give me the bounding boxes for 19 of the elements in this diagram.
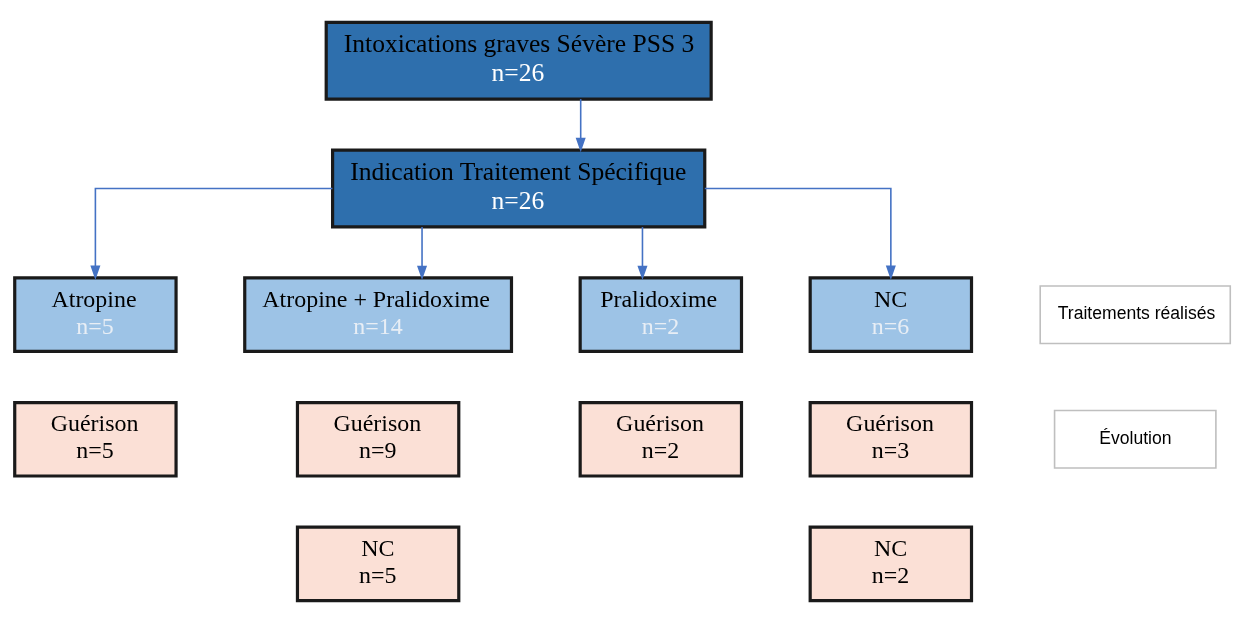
arrow: [637, 225, 648, 280]
arrow: [90, 187, 334, 280]
arrow: [417, 225, 428, 280]
node-box: Évolution: [1053, 409, 1217, 469]
node-box: NC n=6: [808, 275, 974, 353]
node-box: Guérison n=5: [13, 400, 178, 478]
arrow: [575, 97, 586, 152]
node-box: Indication Traitement Spécifique n=26: [331, 148, 707, 228]
node-box: Atropine n=5: [13, 275, 178, 353]
arrow: [703, 187, 896, 280]
node-box: Intoxications graves Sévère PSS 3 n=26: [324, 20, 713, 101]
node-box: Traitements réalisés: [1039, 284, 1232, 344]
node-box: Guérison n=2: [578, 400, 744, 478]
node-box: Atropine + Pralidoxime n=14: [243, 275, 514, 353]
node-box: NC n=5: [295, 525, 461, 602]
node-box: Pralidoxime n=2: [578, 275, 744, 353]
node-box: Guérison n=9: [295, 400, 461, 478]
node-box: NC n=2: [808, 525, 974, 602]
node-box: Guérison n=3: [808, 400, 974, 478]
